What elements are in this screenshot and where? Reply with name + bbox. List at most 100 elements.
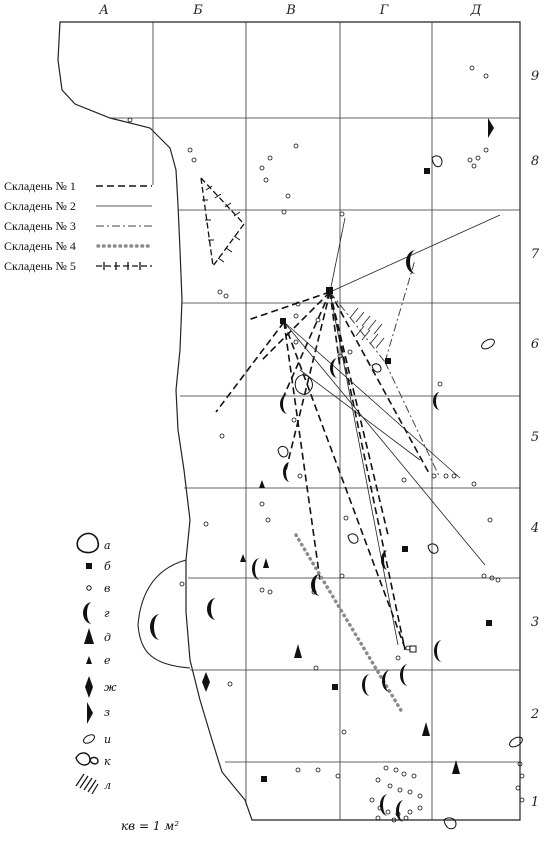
key-letter: ж	[104, 681, 117, 694]
small-circle-find	[259, 501, 265, 507]
small-circle-find	[179, 581, 185, 587]
small-circle-find	[335, 773, 341, 779]
small-circle-find	[495, 577, 501, 583]
small-circle-find	[341, 729, 347, 735]
column-label: Б	[192, 3, 203, 18]
finds-ellipses	[481, 338, 523, 748]
refit-legend-label: Складень № 3	[4, 219, 76, 233]
small-circle-find	[397, 787, 403, 793]
small-circle-find	[469, 65, 475, 71]
column-label: Г	[379, 3, 389, 18]
small-circle-find	[391, 817, 397, 823]
small-circle-find	[395, 811, 401, 817]
row-label: 3	[531, 615, 539, 630]
small-circle-find	[267, 589, 273, 595]
small-circle-find	[401, 477, 407, 483]
small-circle-find	[315, 317, 321, 323]
small-circle-find	[517, 761, 523, 767]
small-circle-find	[401, 771, 407, 777]
small-circle-find	[293, 313, 299, 319]
refit-group-3	[329, 259, 441, 479]
row-label: 2	[530, 707, 539, 722]
finds-crescents	[150, 250, 442, 822]
small-circle-find	[387, 783, 393, 789]
small-circle-find	[437, 381, 443, 387]
small-circle-find	[315, 767, 321, 773]
small-circle-find	[311, 589, 317, 595]
small-circle-find	[259, 587, 265, 593]
small-circle-find	[471, 163, 477, 169]
small-circle-find	[293, 339, 299, 345]
small-circle-find	[295, 301, 301, 307]
small-circle-find	[203, 521, 209, 527]
small-circle-find	[293, 143, 299, 149]
small-circle-find	[383, 765, 389, 771]
row-label: 6	[531, 337, 539, 352]
key-letter: к	[104, 755, 111, 768]
column-labels: А Б В Г Д	[98, 3, 482, 18]
small-circle-find	[291, 417, 297, 423]
small-circle-find	[263, 177, 269, 183]
small-circle-find	[267, 155, 273, 161]
column-label: А	[98, 3, 109, 18]
hatch-lines-icon	[75, 773, 99, 795]
grid	[110, 22, 520, 820]
key-letter: и	[104, 733, 111, 746]
outline-blob-icon	[76, 532, 100, 554]
key-letter: б	[104, 560, 111, 573]
diamond-icon	[85, 676, 93, 698]
small-circle-find	[417, 793, 423, 799]
small-circle-find	[227, 681, 233, 687]
small-circle-find	[339, 211, 345, 217]
small-circle-find	[417, 805, 423, 811]
small-circle-find	[451, 473, 457, 479]
small-circle-find	[347, 349, 353, 355]
small-circle-find	[369, 797, 375, 803]
small-circle-find	[187, 147, 193, 153]
row-label: 1	[531, 795, 539, 810]
finds-small-circles	[127, 65, 525, 823]
key-letter: г	[104, 607, 110, 620]
small-circle-find	[217, 289, 223, 295]
column-label: Д	[470, 3, 482, 18]
small-circle-find	[393, 767, 399, 773]
row-label: 9	[531, 69, 539, 84]
small-circle-find	[407, 789, 413, 795]
small-circle-find	[377, 805, 383, 811]
small-circle-find	[407, 809, 413, 815]
refit-group-1	[215, 291, 431, 651]
small-circle-find	[265, 517, 271, 523]
small-circle-find	[467, 157, 473, 163]
small-circle-find	[337, 353, 343, 359]
small-circle-find	[483, 147, 489, 153]
column-label: В	[285, 3, 296, 18]
row-labels: 9 8 7 6 5 4 3 2 1	[530, 69, 540, 810]
finds-squares	[261, 168, 492, 782]
crescent-icon	[83, 602, 92, 624]
symbol-key: а б в г д е ж з и к л	[75, 532, 117, 795]
small-circle-find	[395, 655, 401, 661]
double-blob-icon	[75, 752, 99, 766]
small-circle-find	[191, 157, 197, 163]
small-circle-find	[343, 515, 349, 521]
finds-triangles	[240, 480, 460, 774]
refit-legend-label: Складень № 2	[4, 199, 76, 213]
small-circle-find	[481, 573, 487, 579]
key-letter: з	[104, 706, 110, 719]
small-circle-find	[259, 165, 265, 171]
excavation-boundary	[57, 21, 521, 821]
small-circle-find	[127, 117, 133, 123]
small-circle-find	[487, 517, 493, 523]
small-circle-find	[405, 645, 411, 651]
finds-diamonds	[202, 118, 494, 692]
small-circle-find	[297, 473, 303, 479]
small-circle-find	[483, 73, 489, 79]
key-letter: а	[104, 539, 111, 552]
half-diamond-icon	[87, 702, 93, 724]
small-circle-find	[443, 473, 449, 479]
small-circle-find	[385, 809, 391, 815]
small-circle-find	[519, 797, 525, 803]
refit-legend-label: Складень № 4	[4, 239, 76, 253]
scale-note: кв = 1 м²	[121, 819, 179, 833]
refit-legend-label: Складень № 1	[4, 179, 76, 193]
